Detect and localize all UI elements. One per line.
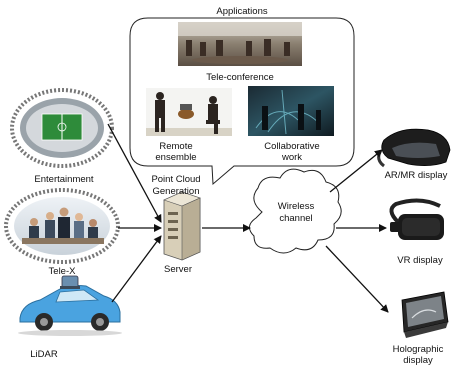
server-label: Server xyxy=(164,264,192,275)
wireless-channel-cloud xyxy=(249,168,342,254)
vr-headset-image xyxy=(389,198,444,240)
ar-mr-headset-image xyxy=(377,128,451,168)
wireless-label-line2: channel xyxy=(279,213,312,224)
remote-ensemble-label-line1: Remote xyxy=(159,141,192,152)
ar-mr-display-label: AR/MR display xyxy=(385,170,448,181)
arrow-wireless-to-ar-mr xyxy=(329,149,383,193)
holographic-display-label-line2: display xyxy=(403,355,433,366)
entertainment-stadium-image xyxy=(10,88,114,168)
remote-ensemble-label-line2: ensemble xyxy=(155,152,196,163)
point-cloud-label-line1: Point Cloud xyxy=(151,174,200,185)
server-image xyxy=(163,191,201,261)
tele-conference-image xyxy=(178,22,302,66)
tele-conference-label: Tele-conference xyxy=(206,72,274,83)
collaborative-work-label-line2: work xyxy=(281,152,302,163)
collaborative-work-image xyxy=(248,86,334,136)
tele-x-label: Tele-X xyxy=(49,266,77,277)
entertainment-label: Entertainment xyxy=(34,174,94,185)
arrow-lidar-to-server xyxy=(111,235,162,303)
collaborative-work-label-line1: Collaborative xyxy=(264,141,319,152)
tele-x-image xyxy=(4,188,120,264)
applications-title: Applications xyxy=(216,6,267,17)
lidar-car-image xyxy=(18,275,122,336)
remote-ensemble-image xyxy=(146,88,232,136)
point-cloud-label-line2: Generation xyxy=(152,186,199,197)
vr-display-label: VR display xyxy=(397,255,443,266)
arrow-wireless-to-holographic xyxy=(325,245,389,313)
holographic-display-label-line1: Holographic xyxy=(393,344,444,355)
wireless-label-line1: Wireless xyxy=(278,201,315,212)
holographic-display-image xyxy=(401,291,449,338)
lidar-label: LiDAR xyxy=(30,349,58,360)
arrow-entertainment-to-server xyxy=(107,123,162,223)
